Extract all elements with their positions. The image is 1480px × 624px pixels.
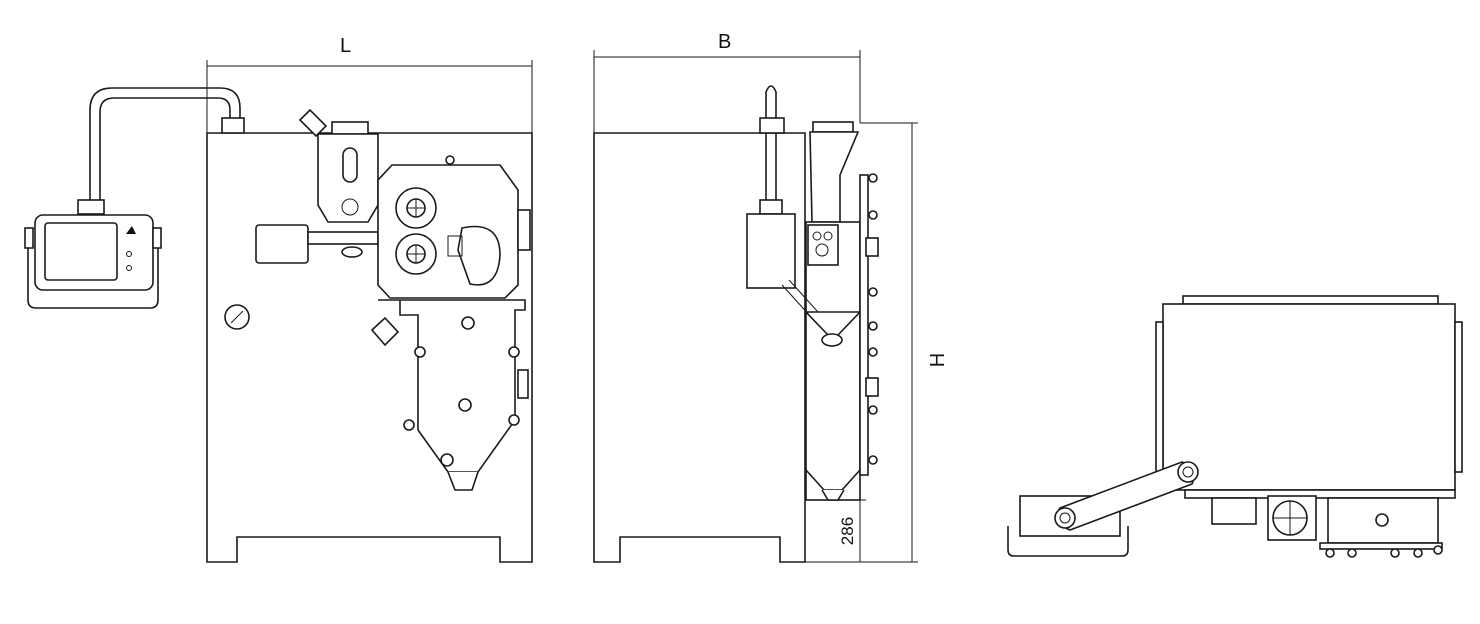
side-view: B H 286	[593, 31, 949, 563]
dimension-label-b: B	[718, 31, 731, 53]
dimension-label-l: L	[340, 35, 351, 57]
dimension-label-clearance: 286	[838, 517, 857, 545]
dimension-label-h: H	[927, 353, 949, 367]
gauge-icon	[224, 304, 250, 330]
control-panel	[24, 214, 162, 309]
top-view	[1007, 295, 1463, 558]
front-view: L	[24, 35, 533, 563]
